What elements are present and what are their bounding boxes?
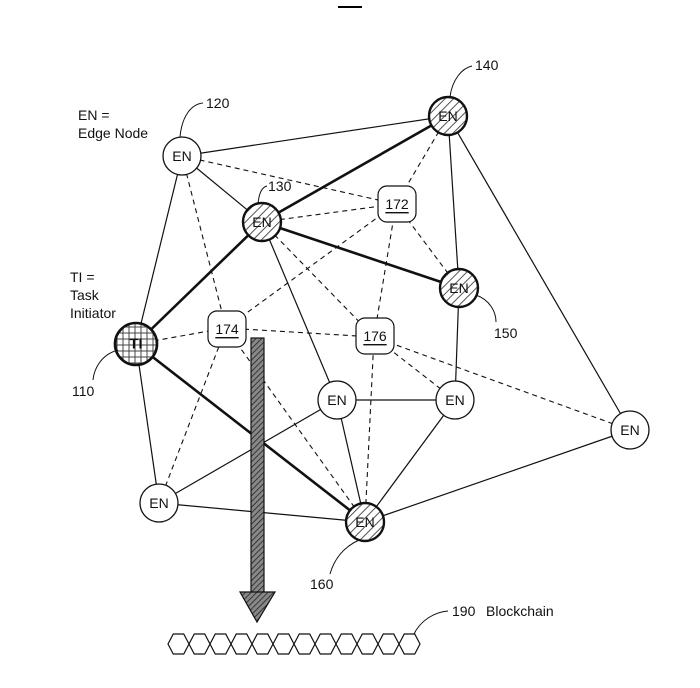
edge	[135, 343, 160, 504]
svg-text:EN: EN	[445, 392, 464, 408]
svg-text:EN: EN	[449, 280, 468, 296]
svg-text:EN: EN	[438, 108, 457, 124]
legend-ti-line1: TI =	[70, 269, 95, 285]
block-hexagon	[272, 633, 295, 655]
dashed-edge	[225, 327, 375, 338]
svg-text:EN: EN	[355, 514, 374, 530]
node-a: EN	[317, 380, 357, 420]
block-hexagon	[335, 633, 358, 655]
solid-edges	[135, 115, 631, 523]
svg-text:TI: TI	[129, 336, 142, 353]
legend-ti-line2: Task	[70, 287, 100, 303]
dashed-edge	[181, 155, 397, 205]
ref-130: 130	[268, 178, 292, 194]
svg-text:EN: EN	[149, 495, 168, 511]
blockchain-label: Blockchain	[486, 603, 554, 619]
node-160: EN	[344, 501, 386, 543]
thick-edge	[261, 220, 460, 290]
aggregator-176: 176	[355, 317, 395, 355]
svg-text:176: 176	[363, 328, 387, 344]
edge	[364, 399, 456, 523]
edge	[447, 115, 631, 431]
ref-110: 110	[72, 383, 95, 399]
svg-text:EN: EN	[620, 422, 639, 438]
legend-en-line2: Edge Node	[78, 125, 148, 141]
block-hexagon	[293, 633, 316, 655]
leader-140	[449, 65, 473, 98]
svg-text:EN: EN	[252, 214, 271, 230]
dashed-edge	[373, 336, 631, 431]
leader-110	[92, 349, 119, 381]
leader-120	[179, 102, 204, 138]
leader-190	[412, 610, 449, 637]
svg-text:174: 174	[215, 321, 239, 337]
block-hexagon	[209, 633, 232, 655]
dashed-edge	[181, 155, 227, 329]
aggregator-172: 172	[377, 185, 417, 223]
edge	[158, 399, 338, 504]
svg-text:EN: EN	[327, 392, 346, 408]
leader-160	[329, 539, 360, 575]
leader-130	[257, 185, 268, 205]
blockchain-chain	[167, 633, 421, 655]
svg-text:EN: EN	[172, 148, 191, 164]
dashed-edge	[364, 336, 375, 523]
svg-text:172: 172	[385, 196, 409, 212]
dashed-edge	[225, 327, 366, 523]
block-hexagon	[356, 633, 379, 655]
edge	[135, 155, 183, 345]
thick-edge	[135, 221, 263, 345]
block-hexagon	[314, 633, 337, 655]
block-hexagon	[251, 633, 274, 655]
ref-140: 140	[475, 57, 499, 73]
dashed-edge	[225, 203, 397, 329]
edge	[364, 429, 631, 523]
node-150: EN	[438, 267, 480, 309]
block-hexagon	[377, 633, 400, 655]
ref-150: 150	[494, 325, 518, 341]
dashed-edges	[135, 115, 631, 523]
node-130: EN	[241, 201, 283, 243]
edge	[181, 115, 449, 157]
dashed-edge	[373, 203, 397, 338]
blockchain-arrow	[238, 337, 277, 624]
edge	[336, 399, 366, 523]
block-hexagon	[167, 633, 190, 655]
ref-160: 160	[310, 576, 334, 592]
block-hexagon	[188, 633, 211, 655]
node-c: EN	[610, 410, 650, 450]
legend-en-line1: EN =	[78, 107, 110, 123]
ref-190: 190	[452, 603, 476, 619]
legend-ti-line3: Initiator	[70, 305, 116, 321]
dashed-edge	[261, 203, 397, 223]
leader-150	[475, 294, 497, 323]
task-initiator-node-110: TI	[113, 321, 159, 367]
node-b: EN	[435, 380, 475, 420]
block-hexagon	[230, 633, 253, 655]
node-120: EN	[162, 136, 202, 176]
block-hexagon	[398, 633, 421, 655]
edge	[447, 115, 460, 289]
dashed-edge	[158, 327, 227, 504]
node-d: EN	[139, 483, 179, 523]
thick-edge	[261, 114, 449, 224]
aggregator-174: 174	[207, 310, 247, 348]
edge	[261, 221, 338, 401]
dashed-edge	[261, 221, 375, 338]
ref-120: 120	[206, 95, 230, 111]
node-140: EN	[427, 95, 469, 137]
